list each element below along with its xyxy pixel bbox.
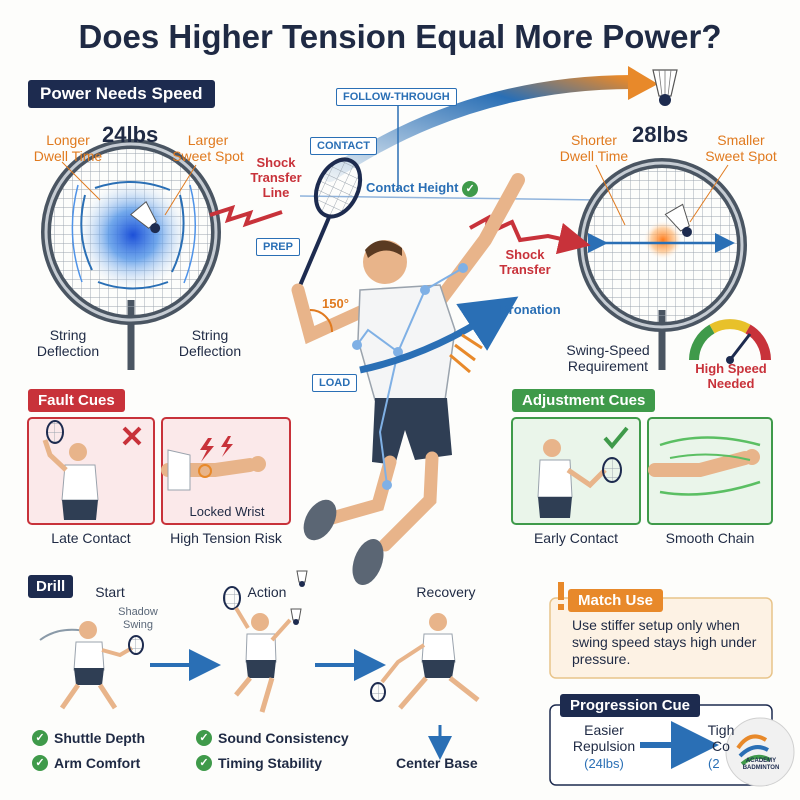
string-deflection-right: String Deflection: [178, 327, 242, 359]
check-item: ✓ Shuttle Depth: [32, 730, 145, 746]
drill-step-action: Action: [247, 584, 287, 600]
match-use-header: Match Use: [568, 589, 664, 612]
left-tension: 24lbs: [102, 122, 159, 147]
drill-recovery-figure: [370, 613, 480, 710]
late-contact-figure: [42, 420, 99, 520]
shuttlecock-icon: [652, 69, 678, 106]
drill-header: Drill: [28, 575, 74, 598]
academy-logo: [725, 717, 795, 787]
phase-contact: CONTACT: [310, 137, 377, 155]
drill-action-figure: [223, 570, 308, 713]
check-circle-icon: ✓: [196, 755, 212, 771]
lightning-icon: [200, 436, 233, 462]
shock-transfer-label: Shock Transfer: [499, 247, 551, 277]
early-contact-figure: [537, 439, 622, 518]
shock-transfer-line-label: Shock Transfer Line: [250, 155, 302, 200]
match-use-text: Use stiffer setup only when swing speed …: [572, 617, 757, 667]
check-circle-icon: ✓: [32, 755, 48, 771]
check-label: Shuttle Depth: [54, 730, 145, 746]
left-racket: [41, 139, 221, 370]
check-circle-icon: ✓: [196, 730, 212, 746]
contact-height-text: Contact Height: [366, 180, 459, 195]
check-item: ✓ Sound Consistency: [196, 730, 349, 746]
power-header: Power Needs Speed: [28, 80, 215, 108]
speedometer-icon: [689, 319, 771, 364]
longer-dwell-label: Longer Dwell Time: [33, 132, 103, 164]
smooth-chain-caption: Smooth Chain: [665, 530, 755, 546]
shadow-swing-label: Shadow Swing: [118, 606, 158, 631]
adjustment-cues-header: Adjustment Cues: [512, 389, 656, 412]
check-label: Sound Consistency: [218, 730, 349, 746]
checkmark-icon: [603, 426, 629, 450]
progression-header: Progression Cue: [560, 694, 701, 717]
logo-text: ACADEMY BADMINTON: [742, 758, 780, 771]
locked-wrist-label: Locked Wrist: [189, 504, 265, 519]
angle-label: 150°: [322, 296, 349, 311]
progression-to-label: Tigh Co: [707, 722, 735, 754]
right-racket: [577, 158, 747, 370]
high-tension-risk-caption: High Tension Risk: [170, 530, 282, 546]
player-figure: [291, 157, 525, 586]
progression-from-value: (24lbs): [584, 756, 624, 771]
early-contact-caption: Early Contact: [533, 530, 619, 546]
locked-wrist-figure: [161, 449, 266, 491]
string-deflection-left: String Deflection: [36, 327, 100, 359]
page-title: Does Higher Tension Equal More Power?: [78, 18, 722, 55]
checkmark-icon: ✓: [462, 181, 479, 197]
swing-speed-requirement-label: Swing-Speed Requirement: [566, 342, 650, 374]
shorter-dwell-label: Shorter Dwell Time: [559, 132, 629, 164]
drill-step-recovery: Recovery: [416, 584, 476, 600]
center-base-label: Center Base: [396, 755, 478, 771]
contact-height-label: Contact Height ✓: [366, 180, 479, 197]
phase-follow-through: FOLLOW-THROUGH: [336, 88, 457, 106]
progression-from-label: Easier Repulsion: [572, 722, 636, 754]
fault-cues-header: Fault Cues: [28, 389, 125, 412]
phase-load: LOAD: [312, 374, 358, 392]
smaller-sweet-spot-label: Smaller Sweet Spot: [705, 132, 777, 164]
check-label: Timing Stability: [218, 755, 322, 771]
late-contact-caption: Late Contact: [51, 530, 131, 546]
high-speed-needed-label: High Speed Needed: [695, 361, 767, 391]
check-circle-icon: ✓: [32, 730, 48, 746]
check-item: ✓ Timing Stability: [196, 755, 322, 771]
check-label: Arm Comfort: [54, 755, 141, 771]
pronation-label: Pronation: [500, 302, 561, 317]
close-icon: [122, 426, 142, 446]
swing-arc-head: [628, 66, 658, 100]
check-item: ✓ Arm Comfort: [32, 755, 140, 771]
exclamation-icon: [558, 582, 564, 610]
shock-line-right: [469, 214, 591, 255]
shock-line-left: [209, 204, 283, 228]
drill-step-start: Start: [95, 584, 125, 600]
larger-sweet-spot-label: Larger Sweet Spot: [172, 132, 244, 164]
progression-to-value: (2: [708, 756, 720, 771]
right-tension: 28lbs: [632, 122, 689, 147]
phase-prep: PREP: [256, 238, 300, 256]
drill-start-figure: [39, 621, 144, 710]
smooth-chain-figure: [648, 436, 761, 496]
